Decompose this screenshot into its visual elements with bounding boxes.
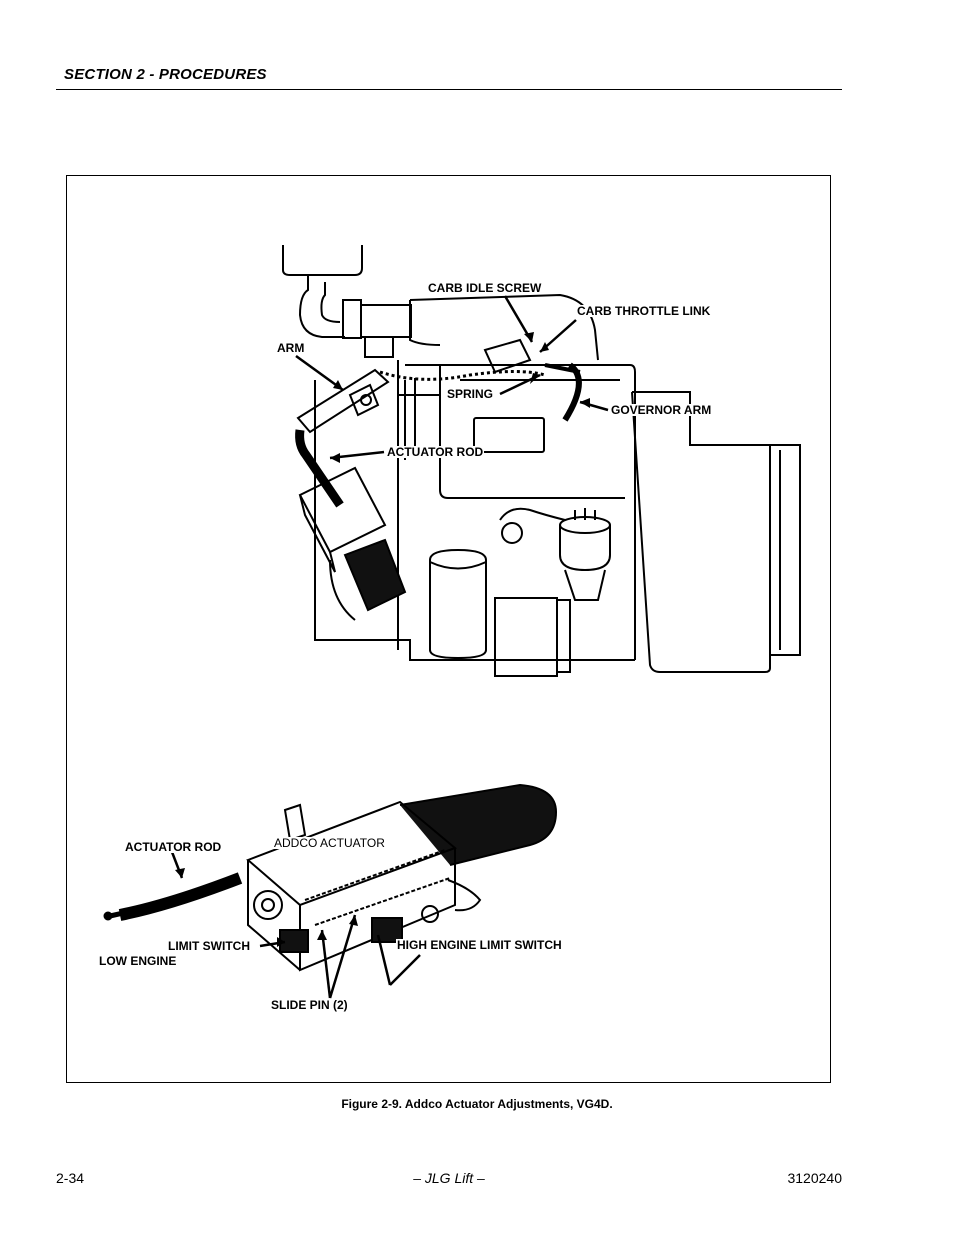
footer-center-text: – JLG Lift – xyxy=(413,1170,485,1186)
label-spring: SPRING xyxy=(446,387,495,401)
figure-frame xyxy=(66,175,831,1083)
section-title: SECTION 2 - PROCEDURES xyxy=(64,66,267,83)
label-addco-actuator: ADDCO ACTUATOR xyxy=(273,836,386,850)
label-actuator-rod-bottom: ACTUATOR ROD xyxy=(124,840,223,854)
label-arm: ARM xyxy=(276,341,306,355)
label-slide-pin: SLIDE PIN (2) xyxy=(270,998,349,1012)
label-carb-throttle-link: CARB THROTTLE LINK xyxy=(576,304,712,318)
label-high-engine-limit-switch: HIGH ENGINE LIMIT SWITCH xyxy=(396,938,563,952)
page-number: 2-34 xyxy=(56,1170,85,1186)
label-low-engine: LOW ENGINE xyxy=(98,954,178,968)
figure-caption: Figure 2-9. Addco Actuator Adjustments, … xyxy=(341,1097,613,1111)
document-number: 3120240 xyxy=(787,1170,842,1186)
label-governor-arm: GOVERNOR ARM xyxy=(610,403,713,417)
label-limit-switch: LIMIT SWITCH xyxy=(167,939,251,953)
label-carb-idle-screw: CARB IDLE SCREW xyxy=(427,281,543,295)
label-actuator-rod-top: ACTUATOR ROD xyxy=(386,445,485,459)
header-rule xyxy=(56,89,842,90)
